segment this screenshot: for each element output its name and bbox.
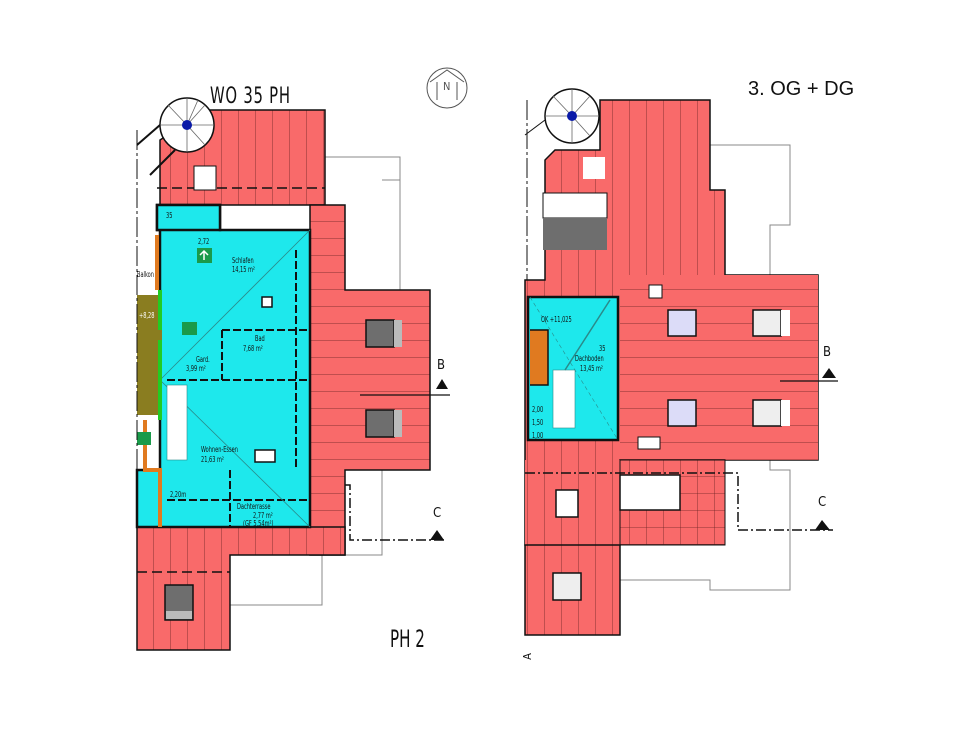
balcony — [137, 295, 162, 415]
room-area-wohnen-essen: 21,63 m² — [201, 455, 224, 464]
section-c-marker-right — [815, 520, 830, 530]
spiral-stair-left — [159, 97, 215, 153]
door-width-label: 2,72 — [198, 237, 210, 246]
roof-east — [620, 275, 818, 460]
room-name-bad: Bad — [255, 334, 265, 343]
room-area-gard: 3,99 m² — [186, 364, 206, 373]
section-c-label-right: C — [818, 495, 827, 510]
unit-tag-right: 35 — [599, 344, 606, 353]
room-area-dachterrasse: 2,77 m² — [253, 511, 273, 520]
apartment-area — [135, 203, 312, 529]
room-name-wohnen-essen: Wohnen-Essen — [201, 445, 238, 454]
section-c-marker — [430, 530, 444, 540]
room-name-schlafen: Schlafen — [232, 256, 254, 265]
section-c-label: C — [433, 506, 442, 521]
left-plan-title: WO 35 PH — [210, 84, 291, 109]
height-label-2: 1,50 — [532, 418, 544, 427]
section-b-label-right: B — [823, 345, 832, 360]
right-plan-title: 3. OG + DG — [748, 78, 855, 100]
section-a-label: A — [520, 653, 534, 660]
room-name-dachterrasse: Dachterrasse — [237, 502, 271, 511]
room-area-schlafen: 14,15 m² — [232, 265, 255, 274]
room-level-dachboden: OK +11,025 — [541, 315, 572, 324]
left-plan-footer-label: PH 2 — [390, 625, 425, 653]
section-b-marker — [436, 379, 448, 389]
height-label-3: 1,00 — [532, 431, 544, 440]
unit-tag: 35 — [166, 211, 173, 220]
north-arrow-icon — [426, 67, 468, 109]
section-b-label: B — [437, 358, 446, 373]
stair-height-label: 2,20m — [170, 490, 187, 499]
room-name-dachboden: Dachboden — [575, 354, 604, 363]
spiral-stair-right — [544, 88, 600, 144]
room-area-dachboden: 13,45 m² — [580, 364, 603, 373]
left-floor-plan — [135, 97, 450, 651]
room-area-bad: 7,68 m² — [243, 344, 263, 353]
section-b-marker-right — [822, 368, 836, 378]
level-label: +8,28 — [139, 311, 155, 320]
height-label-1: 2,00 — [532, 405, 544, 414]
roof-east-wing — [309, 204, 431, 556]
right-floor-plan — [524, 88, 838, 636]
room-sub-dachterrasse: (GF 5,54m²) — [243, 519, 274, 528]
room-name-balkon: Balkon — [137, 270, 154, 279]
north-label: N — [443, 80, 451, 93]
room-name-gard: Gard. — [196, 355, 210, 364]
